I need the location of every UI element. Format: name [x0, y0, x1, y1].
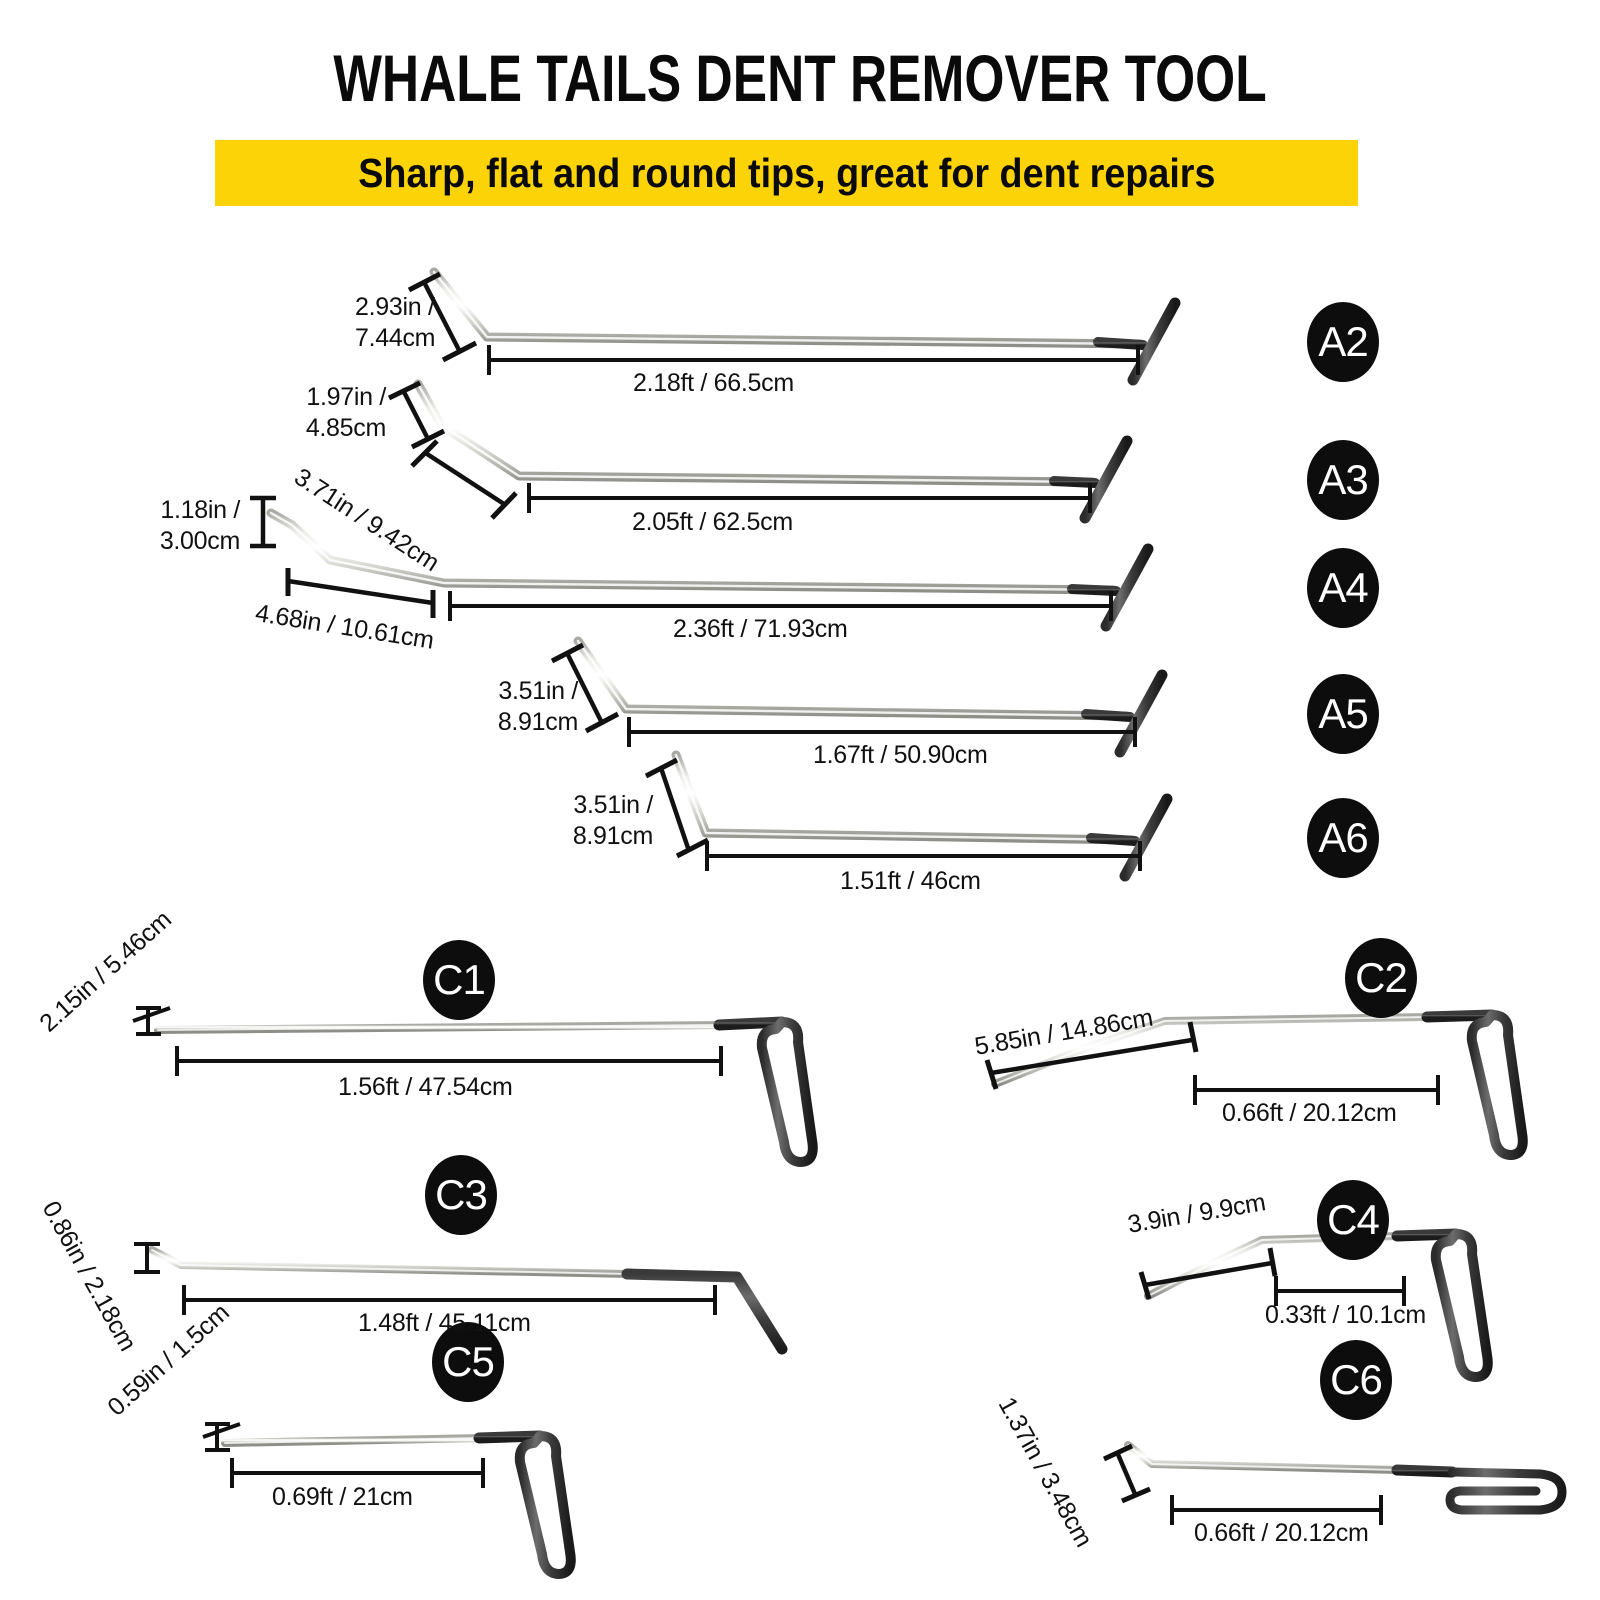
dim-c6-shaft-bar: [1170, 1495, 1383, 1525]
dim-c5-shaft-bar: [230, 1458, 485, 1488]
dim-c5-shaft: 0.69ft / 21cm: [272, 1483, 413, 1511]
tick-left: [182, 1285, 186, 1315]
tick-right: [1436, 1075, 1440, 1105]
badge-c6: C6: [1320, 1340, 1392, 1420]
dim-a3-shaft-bar: [527, 483, 1092, 513]
tick-left: [527, 483, 531, 513]
dim-c3-tip: 0.86in / 2.18cm: [36, 1196, 142, 1356]
dim-c6-tip: 1.37in / 3.48cm: [992, 1392, 1098, 1552]
dim-a4-shaft-bar: [448, 591, 1113, 621]
dim-a4-tip: 1.18in / 3.00cm: [155, 495, 240, 557]
dim-a3-mid: 3.71in / 9.42cm: [289, 462, 445, 577]
dim-c4-tip: 3.9in / 9.9cm: [1125, 1188, 1268, 1239]
tick-left: [705, 841, 709, 871]
dim-a4-mid: 4.68in / 10.61cm: [253, 598, 436, 655]
badge-a5: A5: [1307, 674, 1379, 754]
badge-c5: C5: [432, 1322, 504, 1402]
tick-right: [1133, 717, 1137, 747]
dim-a6-shaft-bar: [705, 841, 1142, 871]
dim-a5-tip-line1: 3.51in /: [498, 677, 578, 705]
tick-right: [1138, 841, 1142, 871]
tick-left: [1274, 1276, 1278, 1306]
dim-a4-shaft: 2.36ft / 71.93cm: [673, 615, 848, 643]
dim-c1-shaft-bar: [175, 1046, 723, 1076]
badge-c4: C4: [1317, 1180, 1389, 1260]
dim-c1-shaft: 1.56ft / 47.54cm: [338, 1073, 513, 1101]
subtitle-text: Sharp, flat and round tips, great for de…: [357, 150, 1216, 196]
dim-a3-tip-line2: 4.85cm: [305, 414, 386, 442]
dim-a3-tip-line1: 1.97in /: [306, 383, 386, 411]
badge-c1: C1: [423, 940, 495, 1020]
tick-left: [175, 1046, 179, 1076]
tick-right: [1109, 591, 1113, 621]
badge-c3: C3: [425, 1155, 497, 1235]
dim-a6-tip: 3.51in / 8.91cm: [570, 790, 653, 852]
tick-left: [1193, 1075, 1197, 1105]
badge-a4: A4: [1307, 548, 1379, 628]
badge-a3: A3: [1307, 440, 1379, 520]
tick-left: [1170, 1495, 1174, 1525]
dim-a3-shaft: 2.05ft / 62.5cm: [632, 508, 793, 536]
badge-c2: C2: [1345, 938, 1417, 1018]
dim-a3-tip: 1.97in / 4.85cm: [303, 382, 386, 444]
dim-c2-tip: 5.85in / 14.86cm: [972, 1003, 1155, 1061]
badge-a2: A2: [1307, 302, 1379, 382]
tick-right: [481, 1458, 485, 1488]
dim-a2-tip-line1: 2.93in /: [355, 293, 435, 321]
dim-c6-shaft: 0.66ft / 20.12cm: [1194, 1519, 1369, 1547]
dim-a6-tip-line2: 8.91cm: [572, 822, 653, 850]
dim-a2-tip: 2.93in / 7.44cm: [355, 292, 436, 354]
dim-a4-tip-line2: 3.00cm: [159, 527, 240, 555]
dim-a2-shaft-bar: [487, 345, 1140, 375]
dim-a5-shaft-bar: [627, 717, 1137, 747]
tick-left: [230, 1458, 234, 1488]
dim-a4-tip-line1: 1.18in /: [160, 496, 240, 524]
tick-right: [719, 1046, 723, 1076]
page-title: WHALE TAILS DENT REMOVER TOOL: [333, 41, 1267, 115]
dim-a5-shaft: 1.67ft / 50.90cm: [813, 741, 988, 769]
tick-left: [627, 717, 631, 747]
dim-a5-tip-line2: 8.91cm: [497, 708, 578, 736]
dim-c4-shaft: 0.33ft / 10.1cm: [1265, 1301, 1426, 1329]
dim-c1-tip: 2.15in / 5.46cm: [34, 905, 177, 1038]
tick-right: [713, 1285, 717, 1315]
tick-right: [1088, 483, 1092, 513]
dim-a2-tip-line2: 7.44cm: [355, 324, 436, 352]
dim-a5-tip: 3.51in / 8.91cm: [495, 676, 578, 738]
tick-right: [1402, 1276, 1406, 1306]
tick-right: [1379, 1495, 1383, 1525]
dim-a6-shaft: 1.51ft / 46cm: [840, 867, 981, 895]
dim-c4-shaft-bar: [1274, 1276, 1406, 1306]
dim-c2-shaft: 0.66ft / 20.12cm: [1222, 1099, 1397, 1127]
tick-left: [448, 591, 452, 621]
badge-a6: A6: [1307, 798, 1379, 878]
tick-right: [1136, 345, 1140, 375]
dim-c2-shaft-bar: [1193, 1075, 1440, 1105]
tick-left: [487, 345, 491, 375]
dim-a6-tip-line1: 3.51in /: [573, 791, 653, 819]
subtitle-banner: Sharp, flat and round tips, great for de…: [215, 140, 1358, 206]
dim-c3-shaft: 1.48ft / 45.11cm: [358, 1309, 531, 1337]
dim-a2-shaft: 2.18ft / 66.5cm: [633, 369, 794, 397]
dim-c3-shaft-bar: [182, 1285, 717, 1315]
